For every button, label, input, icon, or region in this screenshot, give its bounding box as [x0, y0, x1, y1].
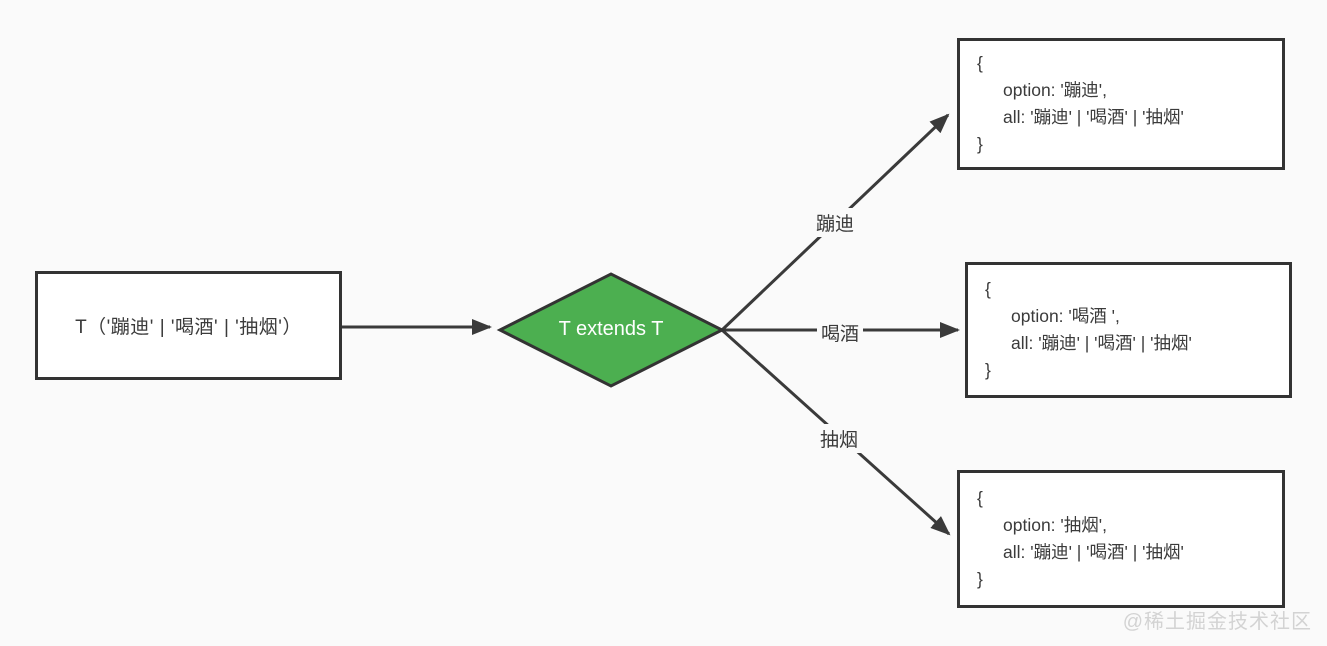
decision-diamond	[496, 272, 726, 388]
code-line-option: option: '蹦迪',	[1003, 80, 1107, 100]
result-box-chouyan: { option: '抽烟', all: '蹦迪' | '喝酒' | '抽烟' …	[957, 470, 1285, 608]
result-box-hejiu: { option: '喝酒 ', all: '蹦迪' | '喝酒' | '抽烟'…	[965, 262, 1292, 398]
code-line-all: all: '蹦迪' | '喝酒' | '抽烟'	[1003, 542, 1184, 562]
code-line-close-brace: }	[977, 569, 983, 589]
code-line-option: option: '抽烟',	[1003, 515, 1107, 535]
code-line-option: option: '喝酒 ',	[1011, 306, 1120, 326]
code-line-open-brace: {	[977, 53, 983, 73]
code-line-close-brace: }	[977, 134, 983, 154]
branch-label-bengdi: 蹦迪	[812, 208, 859, 237]
watermark-text: @稀土掘金技术社区	[1122, 611, 1312, 633]
code-line-open-brace: {	[977, 488, 983, 508]
code-line-open-brace: {	[985, 279, 991, 299]
result-box-bengdi: { option: '蹦迪', all: '蹦迪' | '喝酒' | '抽烟' …	[957, 38, 1285, 170]
branch-label-hejiu: 喝酒	[817, 318, 864, 347]
code-line-all: all: '蹦迪' | '喝酒' | '抽烟'	[1011, 333, 1192, 353]
source-type-text: T（'蹦迪' | '喝酒' | '抽烟'）	[75, 317, 302, 338]
code-line-all: all: '蹦迪' | '喝酒' | '抽烟'	[1003, 107, 1184, 127]
source-type-box: T（'蹦迪' | '喝酒' | '抽烟'）	[35, 271, 342, 380]
code-line-close-brace: }	[985, 360, 991, 380]
decision-label: T extends T	[558, 318, 664, 340]
branch-label-chouyan: 抽烟	[816, 424, 863, 453]
